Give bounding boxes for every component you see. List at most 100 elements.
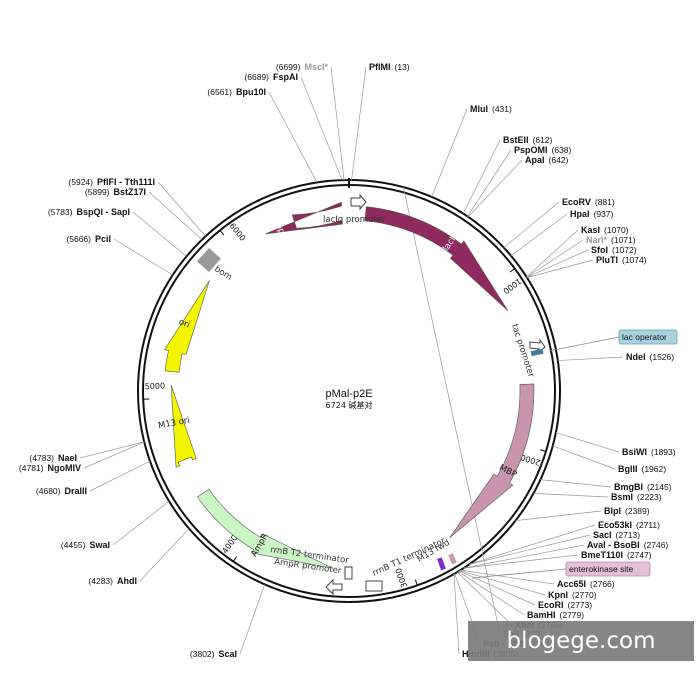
site-pos-fspai: (6689) bbox=[244, 72, 269, 82]
site-name-sfoi: SfoI bbox=[591, 245, 608, 255]
site-pos-bmgbi: (2145) bbox=[647, 482, 672, 492]
site-ndei: NdeI(1526) bbox=[626, 352, 674, 362]
enterokinase-callout: enterokinase site bbox=[471, 561, 651, 579]
site-pos-kasi: (1070) bbox=[604, 225, 629, 235]
site-acc65i: Acc65I(2766) bbox=[557, 579, 615, 589]
site-name-bstz17i: BstZ17I bbox=[113, 187, 146, 197]
site-bpu10i: (6561)Bpu10I bbox=[207, 87, 266, 97]
site-line-bspqi-sapi bbox=[132, 211, 187, 257]
site-ecori: EcoRI(2773) bbox=[538, 600, 592, 610]
site-line-ecorv bbox=[503, 201, 560, 248]
plasmid-length: 6724 碱基对 bbox=[326, 400, 373, 410]
site-name-bglii: BglII bbox=[618, 464, 638, 474]
tick-label-6000: 6000 bbox=[228, 221, 248, 243]
site-label-hpai: HpaI(937) bbox=[570, 209, 614, 219]
site-name-ahdi: AhdI bbox=[117, 576, 137, 586]
site-label-bsteii: BstEII(612) bbox=[503, 135, 553, 145]
site-label-kpni: KpnI(2770) bbox=[548, 590, 597, 600]
site-pcii: (5666) PciI bbox=[66, 234, 111, 244]
site-bamhi: BamHI(2779) bbox=[527, 610, 584, 620]
site-pos-draiii: (4680) bbox=[36, 486, 61, 496]
site-line-eco53ki bbox=[469, 524, 596, 565]
site-bsteii: BstEII(612) bbox=[503, 135, 553, 145]
site-name-scai: ScaI bbox=[218, 649, 237, 659]
site-label-bsiwi: BsiWI(1893) bbox=[622, 447, 676, 457]
site-name-pspomi: PspOMI bbox=[514, 145, 548, 155]
site-pos-pcii: (5666) bbox=[66, 234, 91, 244]
site-name-pcii: PciI bbox=[95, 234, 111, 244]
site-name-bsiwi: BsiWI bbox=[622, 447, 647, 457]
site-label-bsmi: BsmI(2223) bbox=[611, 492, 662, 502]
site-line-apai bbox=[467, 159, 523, 218]
site-hpai: HpaI(937) bbox=[570, 209, 614, 219]
site-name-bsteii: BstEII bbox=[503, 135, 529, 145]
site-pos-apai: (642) bbox=[549, 155, 569, 165]
site-line-sali bbox=[403, 187, 501, 635]
site-name-pflfi-tth111i: PflFI - Tth111I bbox=[97, 177, 155, 187]
site-draiii: (4680)DraIII bbox=[36, 486, 87, 496]
site-label-ahdi: (4283)AhdI bbox=[88, 576, 137, 586]
watermark: blogege.com bbox=[468, 621, 694, 661]
site-line-bstz17i bbox=[148, 191, 203, 240]
site-name-kasi: KasI bbox=[581, 225, 600, 235]
site-line-scai bbox=[239, 584, 265, 655]
site-label-fspai: (6689)FspAI bbox=[244, 72, 298, 82]
tick-3000 bbox=[414, 579, 418, 586]
site-name-msci: MscI* bbox=[304, 62, 328, 72]
site-line-bglii bbox=[552, 445, 616, 470]
site-pos-swai: (4455) bbox=[61, 540, 86, 550]
site-bsiwi: BsiWI(1893) bbox=[622, 447, 676, 457]
site-bsmi: BsmI(2223) bbox=[611, 492, 662, 502]
site-pos-pflfi-tth111i: (5924) bbox=[68, 177, 93, 187]
lacIq-promoter-label: lacIq promoter bbox=[323, 215, 386, 225]
site-bmgbi: BmgBI (2145) bbox=[614, 482, 672, 492]
site-line-mlui bbox=[431, 108, 468, 198]
site-name-apai: ApaI bbox=[525, 155, 545, 165]
site-pflmi: PflMI (13) bbox=[369, 62, 410, 72]
feature-arrow-ori bbox=[164, 280, 210, 373]
site-pos-bpu10i: (6561) bbox=[207, 87, 232, 97]
site-label-msci: (6699)MscI* bbox=[276, 62, 329, 72]
site-name-ndei: NdeI bbox=[626, 352, 646, 362]
site-label-ngomiv: (4781)NgoMIV bbox=[19, 463, 81, 473]
site-blpi: BlpI(2389) bbox=[604, 506, 650, 516]
site-line-hindiii bbox=[453, 574, 460, 655]
site-pluti: PluTI(1074) bbox=[596, 255, 647, 265]
site-name-saci: SacI bbox=[593, 530, 612, 540]
site-pos-bglii: (1962) bbox=[642, 464, 667, 474]
site-line-bmet110i bbox=[463, 554, 579, 569]
site-line-bsteii bbox=[462, 139, 501, 214]
site-sfoi: SfoI (1072) bbox=[591, 245, 637, 255]
site-msci: (6699)MscI* bbox=[276, 62, 329, 72]
site-name-pflmi: PflMI bbox=[369, 62, 391, 72]
site-pos-pflmi: (13) bbox=[395, 62, 410, 72]
site-eco53ki: Eco53kI(2711) bbox=[598, 520, 660, 530]
site-line-fspai bbox=[300, 76, 343, 181]
feature-m13-ori: M13 ori bbox=[157, 384, 197, 468]
tick-2000 bbox=[540, 449, 547, 452]
site-line-nari bbox=[526, 239, 584, 278]
site-name-bspqi-sapi: BspQI - SapI bbox=[76, 207, 130, 217]
site-name-bmgbi: BmgBI bbox=[614, 482, 643, 492]
site-scai: (3802)ScaI bbox=[190, 649, 237, 659]
feature-rop: rop bbox=[265, 201, 343, 236]
site-pos-sfoi: (1072) bbox=[612, 245, 637, 255]
site-label-avai-bsobi: AvaI - BsoBI(2746) bbox=[587, 540, 668, 550]
site-bglii: BglII (1962) bbox=[618, 464, 666, 474]
site-label-bspqi-sapi: (5783)BspQI - SapI bbox=[48, 207, 130, 217]
site-name-ecori: EcoRI bbox=[538, 600, 564, 610]
enterokinase-box-label: enterokinase site bbox=[569, 564, 634, 574]
site-label-blpi: BlpI(2389) bbox=[604, 506, 650, 516]
site-pos-bamhi: (2779) bbox=[560, 610, 585, 620]
site-line-bpu10i bbox=[268, 91, 318, 183]
site-name-nari: NarI* bbox=[586, 235, 608, 245]
lacIq-promoter: lacIq promoter bbox=[323, 193, 386, 225]
site-apai: ApaI (642) bbox=[525, 155, 569, 165]
feature-laci: lacI bbox=[364, 206, 509, 311]
feature-mbp: MBP bbox=[449, 383, 535, 539]
site-label-kasi: KasI (1070) bbox=[581, 225, 629, 235]
site-mlui: MluI(431) bbox=[470, 104, 512, 114]
site-label-bamhi: BamHI(2779) bbox=[527, 610, 584, 620]
site-name-ecorv: EcoRV bbox=[562, 197, 591, 207]
